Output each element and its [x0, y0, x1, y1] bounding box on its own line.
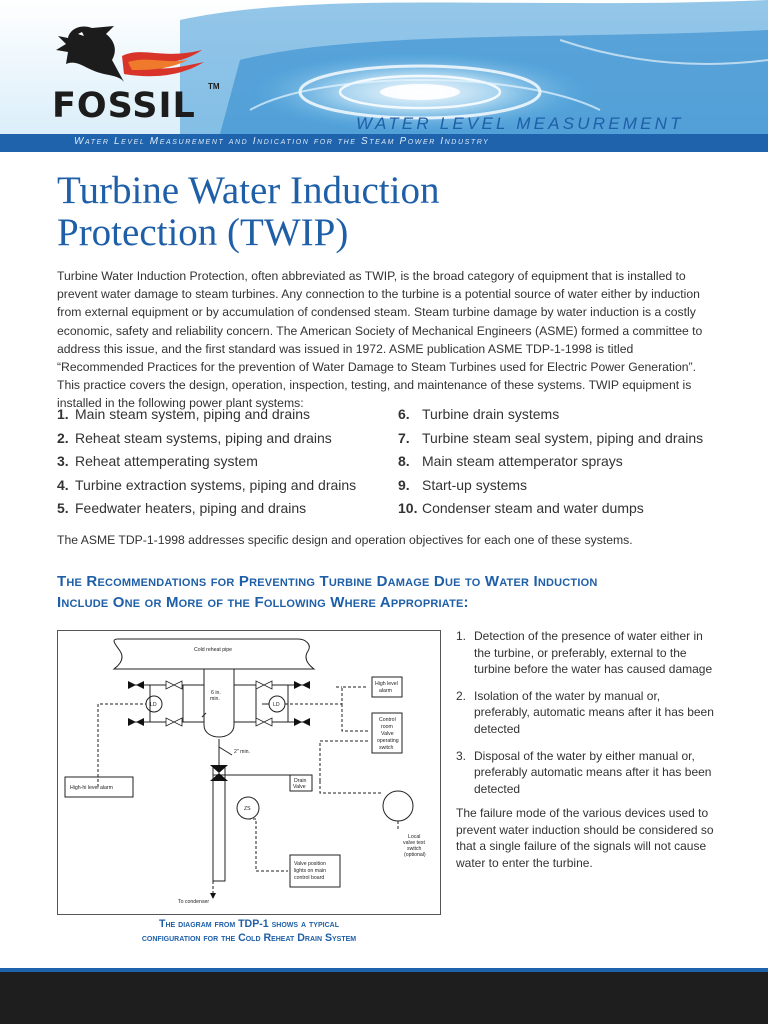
heading-line-1: The Recommendations for Preventing Turbi… — [57, 573, 598, 590]
drain-system-diagram: Cold reheat pipe 6 in. min. LD LD 2" min… — [57, 630, 441, 915]
svg-text:6 in.: 6 in. — [211, 690, 221, 696]
list-item: 1.Main steam system, piping and drains — [57, 406, 310, 422]
failure-mode-paragraph: The failure mode of the various devices … — [456, 806, 714, 870]
list-item: 2.Reheat steam systems, piping and drain… — [57, 429, 332, 446]
systems-list-left: 1.Main steam system, piping and drains 2… — [57, 403, 356, 521]
title-line-2: Protection (TWIP) — [57, 211, 349, 254]
heading-line-2: Include One or More of the Following Whe… — [57, 594, 469, 611]
svg-text:(optional): (optional) — [404, 852, 426, 858]
recommendations-heading: The Recommendations for Preventing Turbi… — [57, 571, 598, 613]
svg-text:Drain: Drain — [294, 778, 307, 784]
list-item: 4.Turbine extraction systems, piping and… — [57, 476, 357, 493]
list-item: 2.Isolation of the water by manual or, p… — [456, 688, 714, 736]
svg-text:High level: High level — [375, 681, 398, 687]
svg-text:room: room — [381, 724, 393, 730]
brand-wordmark: FOSSIL — [52, 86, 196, 126]
svg-text:valve test: valve test — [403, 840, 425, 846]
svg-text:LD: LD — [150, 702, 157, 708]
tagline-band — [0, 134, 768, 152]
list-item: 9.Start-up systems — [398, 476, 528, 493]
svg-text:High-hi level alarm: High-hi level alarm — [70, 785, 113, 791]
footer-accent — [0, 968, 768, 972]
title-line-1: Turbine Water Induction — [57, 169, 440, 212]
list-item: 3.Reheat attemperating system — [57, 453, 258, 469]
list-item: 10.Condenser steam and water dumps — [398, 500, 644, 516]
water-swirl-graphic — [0, 0, 768, 152]
diagram-caption: The diagram from TDP-1 shows a typical c… — [141, 918, 357, 944]
svg-text:Valve: Valve — [381, 731, 394, 737]
page-title: Turbine Water Induction Protection (TWIP… — [57, 170, 439, 254]
systems-list-right: 6.Turbine drain systems 7.Turbine steam … — [398, 403, 703, 521]
svg-text:operating: operating — [377, 738, 399, 744]
fossil-dragon-logo — [56, 26, 204, 82]
page-header: FOSSIL TM WATER LEVEL MEASUREMENT Water … — [0, 0, 768, 152]
product-line-title: WATER LEVEL MEASUREMENT — [356, 114, 684, 133]
svg-text:Valve: Valve — [293, 784, 306, 790]
list-item: 5.Feedwater heaters, piping and drains — [57, 500, 307, 516]
svg-text:alarm: alarm — [379, 688, 392, 694]
svg-text:ZS: ZS — [244, 806, 251, 812]
svg-text:control board: control board — [294, 875, 324, 881]
svg-text:switch: switch — [407, 846, 422, 852]
diagram-label-cold-reheat: Cold reheat pipe — [194, 647, 232, 653]
svg-text:switch: switch — [379, 745, 394, 751]
intro-paragraph: Turbine Water Induction Protection, ofte… — [57, 269, 703, 411]
list-item: 1.Detection of the presence of water eit… — [456, 629, 713, 677]
list-item: 8.Main steam attemperator sprays — [398, 453, 623, 469]
trademark-mark: TM — [208, 82, 220, 91]
recommendations-list: 1.Detection of the presence of water eit… — [456, 628, 718, 807]
svg-text:Valve position: Valve position — [294, 861, 326, 867]
svg-text:Control: Control — [379, 717, 396, 723]
svg-text:lights on main: lights on main — [294, 868, 326, 874]
svg-text:Local: Local — [408, 834, 420, 840]
list-item: 3.Disposal of the water by either manual… — [456, 748, 712, 796]
svg-text:2" min.: 2" min. — [234, 749, 250, 755]
svg-text:To condenser: To condenser — [178, 899, 209, 905]
page-footer — [0, 972, 768, 1024]
asme-note: The ASME TDP-1-1998 addresses specific d… — [57, 533, 633, 547]
list-item: 6.Turbine drain systems — [398, 406, 560, 422]
tagline: Water Level Measurement and Indication f… — [74, 136, 490, 147]
svg-text:LD: LD — [273, 702, 280, 708]
svg-text:min.: min. — [210, 696, 220, 702]
list-item: 7.Turbine steam seal system, piping and … — [398, 429, 704, 446]
